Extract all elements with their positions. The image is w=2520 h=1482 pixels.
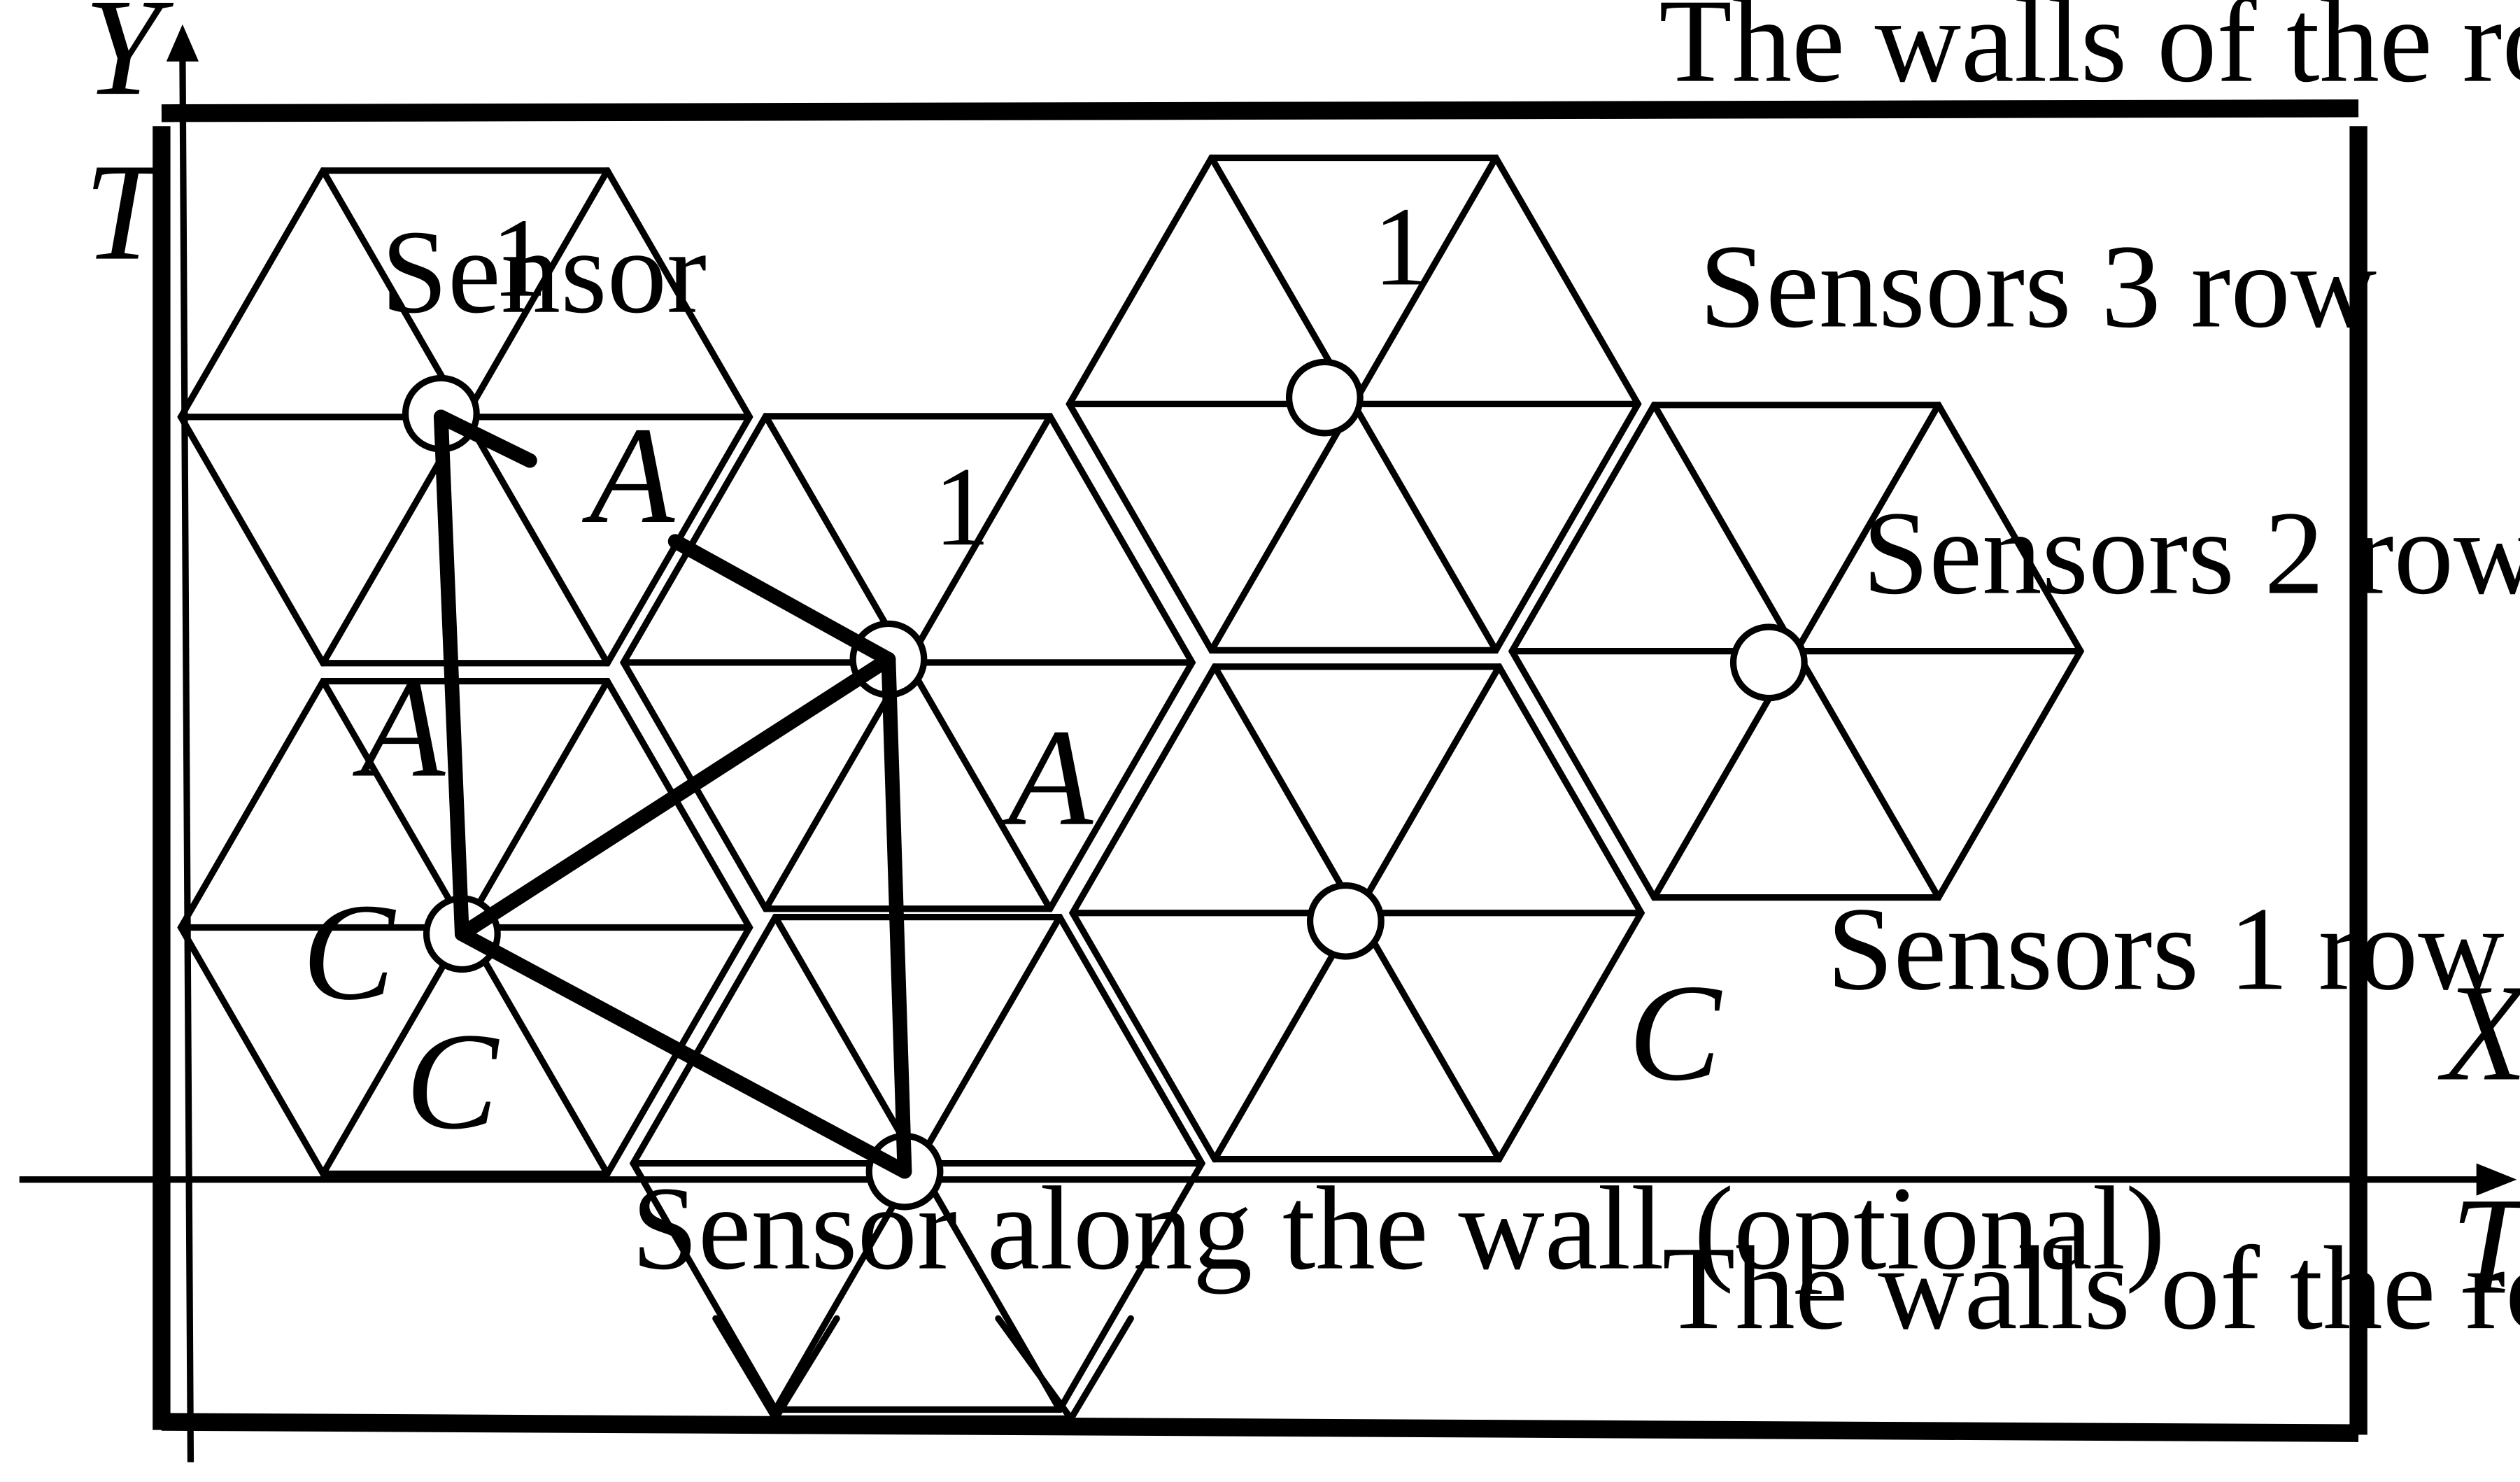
marker-c: C	[1628, 956, 1722, 1110]
connection-line	[454, 651, 896, 942]
walls-label-top: The walls of the room	[1659, 0, 2520, 107]
t-label-left: T	[84, 135, 170, 289]
t-label-right: T	[2451, 1169, 2520, 1322]
connection-line	[433, 409, 537, 468]
marker-c: C	[406, 1004, 500, 1158]
walls-label-bottom: The walls of the room	[1662, 1222, 2520, 1354]
connection-line	[454, 926, 912, 1179]
top-wall	[161, 99, 2359, 122]
y-axis-label: Y	[84, 0, 174, 124]
sensor-label: Sensor	[381, 206, 707, 338]
sensor-along-wall-label: Sensor along the wall (optional)	[632, 1162, 2165, 1295]
marker-one: 1	[1373, 184, 1430, 309]
sensors-row-2-label: Sensors 2 row	[1862, 487, 2520, 619]
connection-line	[881, 651, 912, 1179]
y-axis-arrowhead	[166, 24, 199, 62]
x-axis-label: X	[2437, 956, 2520, 1110]
marker-one: 1	[491, 195, 548, 320]
bottom-wall	[161, 1413, 2359, 1442]
sensor-connections	[433, 409, 912, 1179]
sensor-circle	[1285, 358, 1364, 437]
x-axis-arrowhead	[2476, 1163, 2517, 1196]
room-walls	[153, 99, 2367, 1442]
connection-line	[667, 534, 896, 667]
sensors-row-1-label: Sensors 1 row	[1827, 882, 2504, 1015]
connection-line	[433, 409, 469, 942]
marker-c: C	[302, 875, 397, 1029]
axes	[19, 24, 2517, 1462]
sensors-row-3-label: Sensors 3 row	[1699, 220, 2377, 353]
marker-a: A	[1000, 700, 1093, 854]
marker-a: A	[353, 651, 446, 805]
marker-a: A	[582, 398, 675, 552]
wall-hexagon-fragments	[712, 1315, 1134, 1425]
sensor-circle	[1306, 882, 1385, 960]
y-axis	[179, 56, 194, 1462]
sensor-circle	[1729, 623, 1808, 702]
marker-one: 1	[934, 444, 991, 569]
